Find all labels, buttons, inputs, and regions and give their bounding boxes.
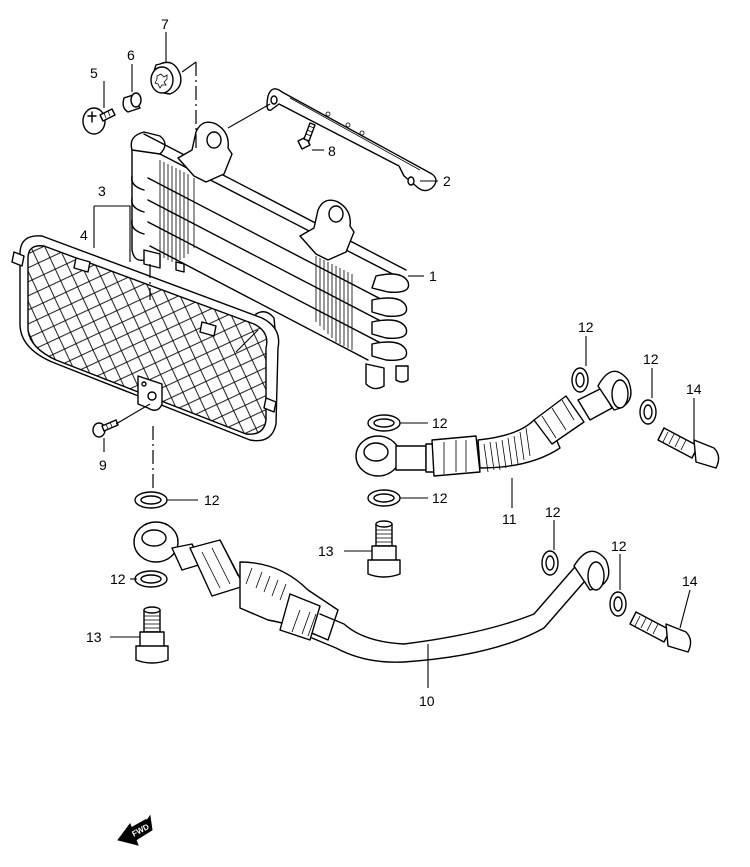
part-gasket[interactable]	[541, 550, 559, 576]
callout-14: 14	[686, 381, 702, 397]
callout-labels: 1 2 3 4 5 6 7 8 9 10 11 12 12 12 12 12 1…	[80, 16, 702, 709]
part-gasket[interactable]	[609, 591, 627, 617]
callout-12: 12	[204, 492, 220, 508]
part-gasket[interactable]	[367, 414, 401, 432]
part-gasket[interactable]	[134, 570, 168, 588]
part-gasket[interactable]	[134, 491, 168, 509]
callout-12: 12	[110, 571, 126, 587]
part-oil-cooler[interactable]	[130, 121, 410, 390]
callout-12: 12	[611, 538, 627, 554]
part-screw[interactable]	[82, 107, 116, 135]
assembly-lines	[115, 61, 271, 492]
part-oil-hose-lower[interactable]	[133, 521, 610, 663]
callout-12: 12	[432, 490, 448, 506]
callout-12: 12	[545, 504, 561, 520]
callout-6: 6	[127, 47, 135, 63]
callout-3: 3	[98, 183, 106, 199]
callout-4: 4	[80, 227, 88, 243]
part-gasket[interactable]	[571, 367, 589, 393]
part-bolt[interactable]	[297, 122, 316, 150]
part-union-bolt-engine[interactable]	[367, 520, 401, 578]
callout-9: 9	[99, 457, 107, 473]
part-gasket[interactable]	[639, 399, 657, 425]
callout-12: 12	[578, 319, 594, 335]
callout-13: 13	[318, 543, 334, 559]
callout-5: 5	[90, 65, 98, 81]
part-oil-hose-upper[interactable]	[355, 370, 632, 477]
part-spacer[interactable]	[122, 92, 142, 113]
callout-11: 11	[502, 511, 517, 527]
callout-14: 14	[682, 573, 698, 589]
callout-1: 1	[429, 268, 437, 284]
callout-2: 2	[443, 173, 451, 189]
fwd-direction-arrow: FWD	[117, 814, 153, 846]
part-gasket[interactable]	[367, 489, 401, 507]
callout-12: 12	[432, 415, 448, 431]
part-guard-screw[interactable]	[92, 419, 119, 438]
part-bracket[interactable]	[266, 88, 437, 192]
callout-13: 13	[86, 629, 102, 645]
callout-8: 8	[328, 143, 336, 159]
part-union-bolt-cooler[interactable]	[629, 611, 692, 653]
callout-12: 12	[643, 351, 659, 367]
part-union-bolt-cooler[interactable]	[657, 427, 720, 469]
part-union-bolt-engine[interactable]	[135, 606, 169, 664]
callout-7: 7	[161, 16, 169, 32]
leader-lines	[93, 32, 695, 688]
callout-10: 10	[419, 693, 435, 709]
part-cushion[interactable]	[150, 61, 182, 95]
